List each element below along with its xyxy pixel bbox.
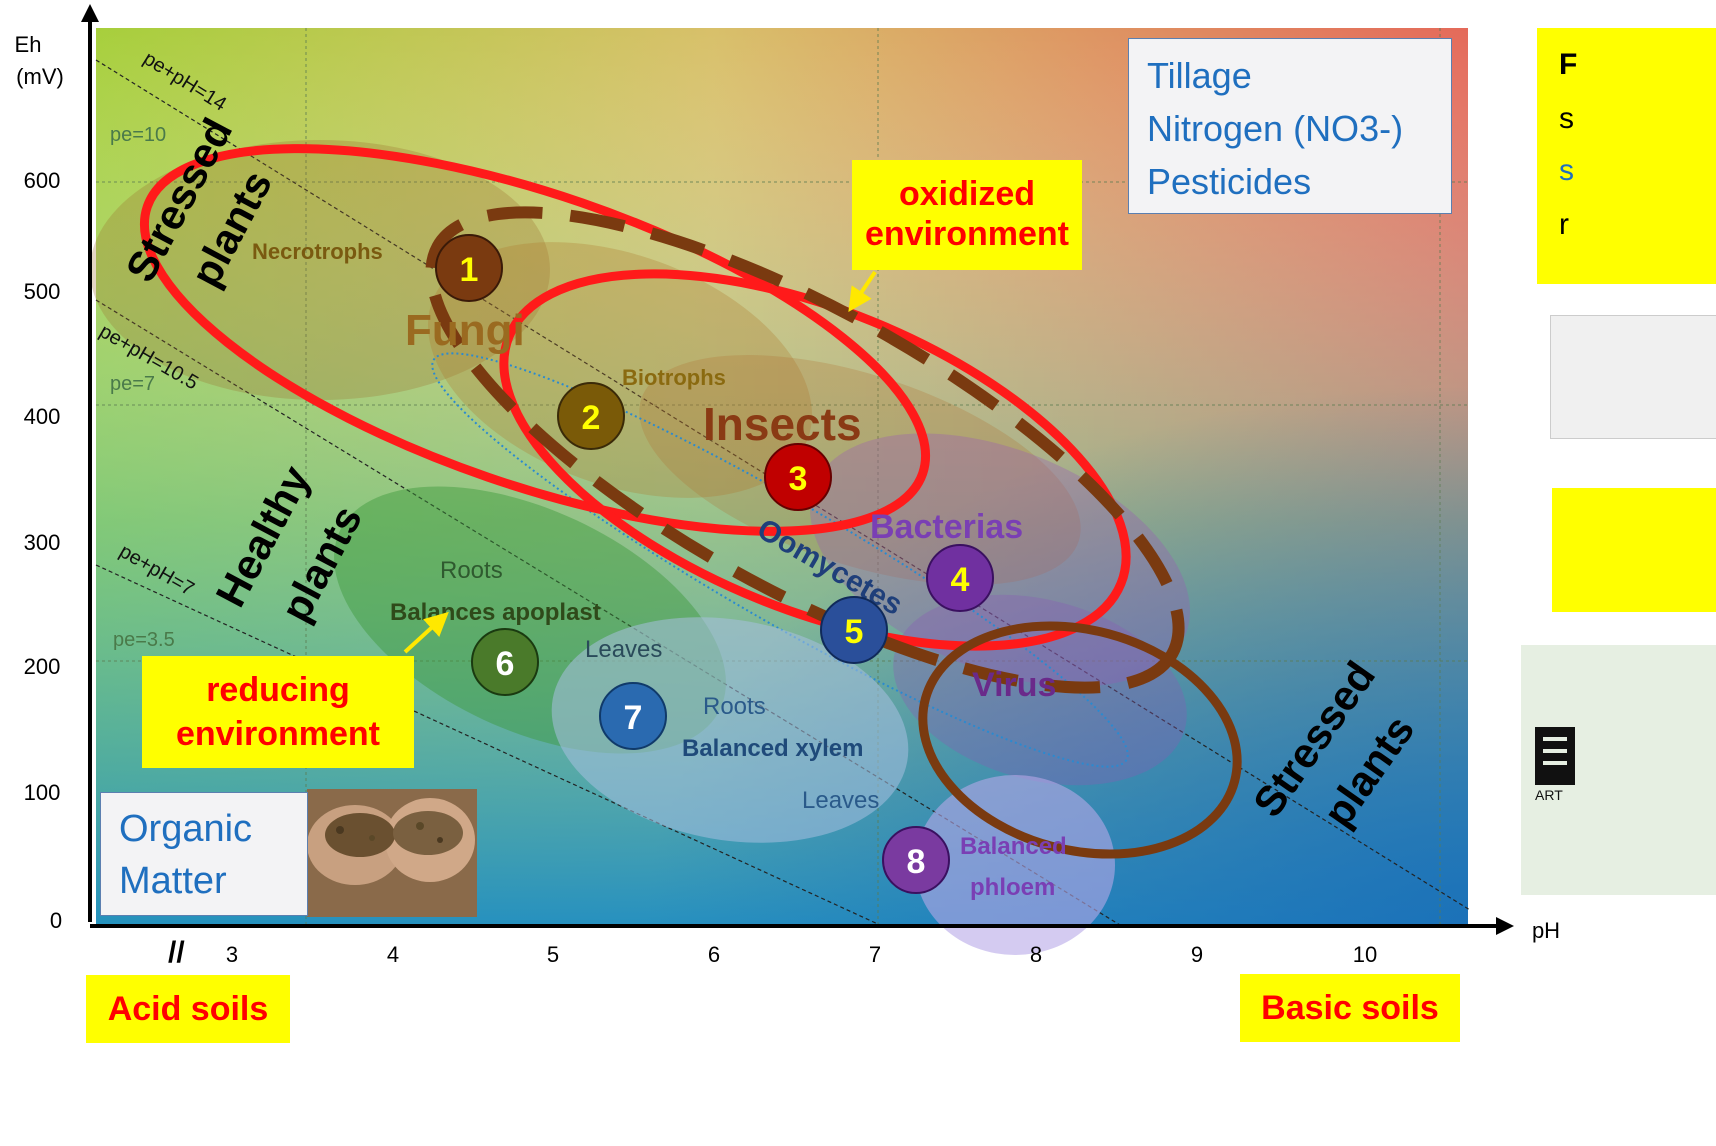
organic-matter-box: Organic Matter <box>100 792 308 916</box>
x-tick: 8 <box>1030 942 1042 967</box>
marker-7-label: 7 <box>624 699 643 737</box>
label-balanced-xylem: Balanced xylem <box>682 735 863 762</box>
soil-photo <box>307 789 477 917</box>
x-tick: 10 <box>1353 942 1377 967</box>
right-logo-panel: ART <box>1521 645 1716 895</box>
label-pe-7: pe=7 <box>110 373 155 395</box>
label-pe-10: pe=10 <box>110 124 166 146</box>
label-balanced-phloem-1: Balanced <box>960 833 1067 860</box>
y-tick: 600 <box>24 168 61 193</box>
factor-nitrogen: Nitrogen (NO3-) <box>1147 102 1451 155</box>
oxidized-callout: oxidized environment <box>852 160 1082 270</box>
y-tick: 300 <box>24 530 61 555</box>
reducing-line1: reducing <box>142 668 414 712</box>
label-fungi: Fungi <box>405 306 525 355</box>
x-tick: 9 <box>1191 942 1203 967</box>
marker-4-label: 4 <box>951 561 970 599</box>
x-tick: 7 <box>869 942 881 967</box>
right-note-first-letter: F <box>1559 48 1577 82</box>
label-biotrophs: Biotrophs <box>622 365 726 390</box>
oxidized-line2: environment <box>852 214 1082 254</box>
y-axis-title-eh: Eh <box>15 32 42 57</box>
organic-line2: Matter <box>119 855 307 907</box>
organic-line1: Organic <box>119 803 307 855</box>
reducing-callout: reducing environment <box>142 656 414 768</box>
y-axis-title-unit: (mV) <box>16 64 64 89</box>
label-necrotrophs: Necrotrophs <box>252 239 383 264</box>
oxidized-line1: oxidized <box>852 174 1082 214</box>
label-pe-3-5: pe=3.5 <box>113 629 175 651</box>
y-tick: 0 <box>50 908 62 933</box>
label-insects: Insects <box>703 398 862 450</box>
factor-pesticides: Pesticides <box>1147 155 1451 208</box>
label-balances-apoplast: Balances apoplast <box>390 599 601 626</box>
right-note-line-a: s <box>1559 102 1574 136</box>
x-axis-title: pH <box>1532 918 1560 943</box>
x-tick: 6 <box>708 942 720 967</box>
marker-5-label: 5 <box>845 613 864 651</box>
y-tick: 200 <box>24 654 61 679</box>
x-tick: 5 <box>547 942 559 967</box>
y-tick: 100 <box>24 780 61 805</box>
x-tick: 4 <box>387 942 399 967</box>
logo-icon <box>1535 727 1575 785</box>
marker-2-label: 2 <box>582 399 601 437</box>
label-bacterias: Bacterias <box>870 508 1023 546</box>
reducing-line2: environment <box>142 712 414 756</box>
marker-3-label: 3 <box>789 460 808 498</box>
axis-break: // <box>168 936 185 969</box>
y-tick: 500 <box>24 279 61 304</box>
acid-soils-callout: Acid soils <box>86 975 290 1043</box>
right-yellow-panel <box>1552 488 1716 612</box>
right-grey-panel <box>1550 315 1716 439</box>
label-roots-apoplast: Roots <box>440 557 503 584</box>
factors-box: Tillage Nitrogen (NO3-) Pesticides <box>1128 38 1452 214</box>
label-virus: Virus <box>972 666 1056 704</box>
right-note-line-c: r <box>1559 208 1569 242</box>
logo-text: ART <box>1535 787 1563 803</box>
label-leaves-2: Leaves <box>802 787 879 814</box>
label-balanced-phloem-2: phloem <box>970 874 1055 901</box>
basic-soils-callout: Basic soils <box>1240 974 1460 1042</box>
y-tick: 400 <box>24 404 61 429</box>
right-yellow-note: F s s r <box>1537 28 1716 284</box>
marker-1-label: 1 <box>460 251 479 289</box>
marker-8-label: 8 <box>907 843 926 881</box>
x-tick: 3 <box>226 942 238 967</box>
right-note-line-b: s <box>1559 154 1574 188</box>
label-roots-xylem: Roots <box>703 693 766 720</box>
label-leaves-1: Leaves <box>585 636 662 663</box>
y-tick-labels: Eh (mV) 0 100 200 300 400 500 600 <box>15 32 64 933</box>
factor-tillage: Tillage <box>1147 49 1451 102</box>
marker-6-label: 6 <box>496 645 515 683</box>
